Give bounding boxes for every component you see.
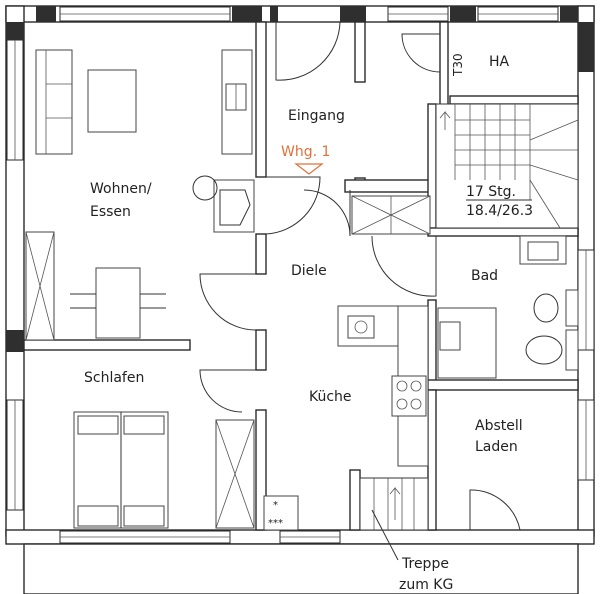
outer-walls xyxy=(5,5,595,594)
label-t30: T30 xyxy=(451,53,465,77)
label-laden: Laden xyxy=(475,439,518,455)
label-zum-kg: zum KG xyxy=(399,577,453,593)
kitchen-counter xyxy=(337,305,429,467)
marker-triangle-icon xyxy=(294,163,324,175)
label-eingang: Eingang xyxy=(288,108,345,124)
bath-fixtures xyxy=(437,235,579,379)
left-windows xyxy=(6,22,24,511)
living-door xyxy=(265,176,321,235)
doors xyxy=(199,21,521,531)
entry-cabinet xyxy=(351,195,431,235)
label-schlafen: Schlafen xyxy=(84,370,144,386)
wall-living-bedroom xyxy=(23,339,191,351)
label-ha: HA xyxy=(489,54,510,70)
living-cabinet xyxy=(25,231,55,341)
basement-stair xyxy=(359,477,429,561)
interior-walls xyxy=(23,21,579,531)
label-kueche: Küche xyxy=(309,389,352,405)
label-whg: Whg. 1 xyxy=(281,144,330,160)
svg-text:*: * xyxy=(273,500,278,511)
bottom-windows xyxy=(59,530,341,544)
label-wohnen: Wohnen/ xyxy=(90,181,152,197)
label-stair-dimensions: 18.4/26.3 xyxy=(466,203,533,219)
entrance-door xyxy=(275,21,341,81)
svg-text:***: *** xyxy=(268,518,283,529)
dining-table xyxy=(70,267,166,339)
storage-door xyxy=(469,489,521,531)
room-labels: Eingang HA T30 Wohnen/ Essen Diele Bad S… xyxy=(84,53,523,455)
right-windows xyxy=(577,22,595,481)
bath-door xyxy=(371,235,437,297)
sideboard xyxy=(221,49,253,155)
label-bad: Bad xyxy=(471,268,498,284)
label-abstell: Abstell xyxy=(475,418,523,434)
coffee-table xyxy=(87,69,137,133)
top-windows xyxy=(36,6,578,22)
stair-labels: 17 Stg. 18.4/26.3 xyxy=(466,184,533,219)
label-essen: Essen xyxy=(90,204,131,220)
ha-door xyxy=(401,33,441,73)
apartment-marker: Whg. 1 xyxy=(281,144,330,175)
basement-stair-labels: Treppe zum KG xyxy=(399,556,453,593)
wall-living-entry xyxy=(255,21,267,178)
label-diele: Diele xyxy=(291,263,327,279)
wardrobe xyxy=(215,419,255,529)
fireplace xyxy=(192,175,255,233)
label-treppe: Treppe xyxy=(401,556,449,572)
label-stair-steps: 17 Stg. xyxy=(466,184,516,200)
bedroom-door xyxy=(199,369,256,413)
staircase xyxy=(435,103,579,229)
bedroom-door-upper xyxy=(199,273,257,331)
terrace-slab xyxy=(23,543,579,594)
double-bed xyxy=(73,411,169,529)
sofa xyxy=(35,49,73,155)
fridge: * *** xyxy=(263,495,299,531)
